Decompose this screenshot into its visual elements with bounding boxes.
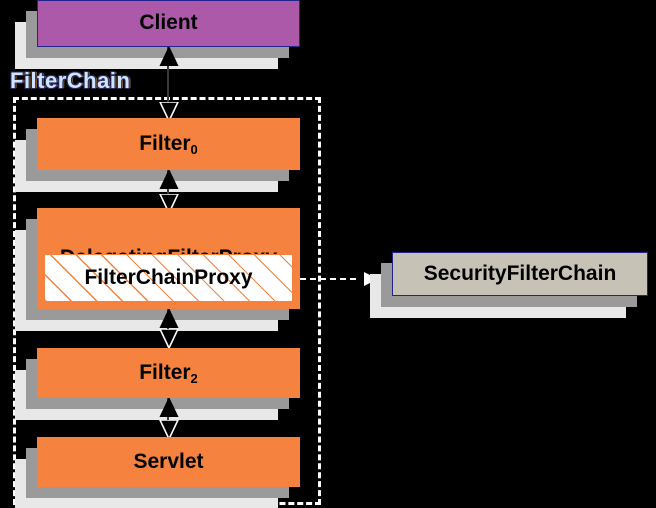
node-filter-0[interactable]: Filter0: [15, 118, 300, 192]
node-filter-2-text: Filter: [139, 360, 191, 384]
connector-line: [167, 170, 169, 212]
node-client-face: Client: [37, 0, 300, 47]
node-security-filter-chain-face: SecurityFilterChain: [392, 252, 648, 296]
node-client-label: Client: [139, 11, 198, 35]
connector-filter0-delegatingfilterproxy: [159, 170, 179, 213]
node-filter-0-text: Filter: [139, 131, 191, 155]
arrowhead-down-hollow: [159, 420, 179, 439]
connector-line: [167, 309, 169, 347]
node-delegating-filter-proxy-face: DelegatingFilterProxy FilterChainProxy: [37, 208, 300, 309]
node-filter-0-face: Filter0: [37, 118, 300, 170]
arrowhead-up-filled: [159, 170, 179, 189]
connector-line: [167, 47, 169, 120]
node-filter-0-subscript: 0: [190, 141, 198, 157]
node-security-filter-chain-label: SecurityFilterChain: [423, 261, 617, 285]
connector-filterchainproxy-securityfilterchain: [300, 272, 378, 286]
node-filter-2-subscript: 2: [190, 370, 198, 386]
node-servlet-label: Servlet: [133, 449, 204, 473]
node-client[interactable]: Client: [15, 0, 300, 69]
connector-client-filter0: [159, 47, 179, 121]
node-filter-chain-proxy-label: FilterChainProxy: [84, 265, 253, 289]
node-filter-2[interactable]: Filter2: [15, 348, 300, 420]
connector-filter2-servlet: [159, 398, 179, 439]
arrowhead-down-hollow: [159, 329, 179, 348]
node-servlet-face: Servlet: [37, 437, 300, 487]
filterchain-group-label: FilterChain: [10, 68, 131, 93]
node-filter-2-label: Filter2: [139, 360, 198, 386]
arrowhead-up-filled: [159, 309, 179, 328]
node-delegating-filter-proxy[interactable]: DelegatingFilterProxy FilterChainProxy: [15, 208, 300, 331]
arrowhead-down-hollow: [159, 102, 179, 121]
node-security-filter-chain[interactable]: SecurityFilterChain: [370, 252, 648, 318]
node-servlet[interactable]: Servlet: [15, 437, 300, 508]
node-filter-2-face: Filter2: [37, 348, 300, 398]
node-filter-0-label: Filter0: [139, 131, 198, 157]
connector-dashed-line: [300, 278, 356, 280]
arrowhead-up-filled: [159, 47, 179, 66]
connector-delegatingfilterproxy-filter2: [159, 309, 179, 348]
arrowhead-up-filled: [159, 398, 179, 417]
node-filter-chain-proxy[interactable]: FilterChainProxy: [44, 254, 293, 302]
connector-line: [167, 398, 169, 438]
arrowhead-down-hollow: [159, 194, 179, 213]
